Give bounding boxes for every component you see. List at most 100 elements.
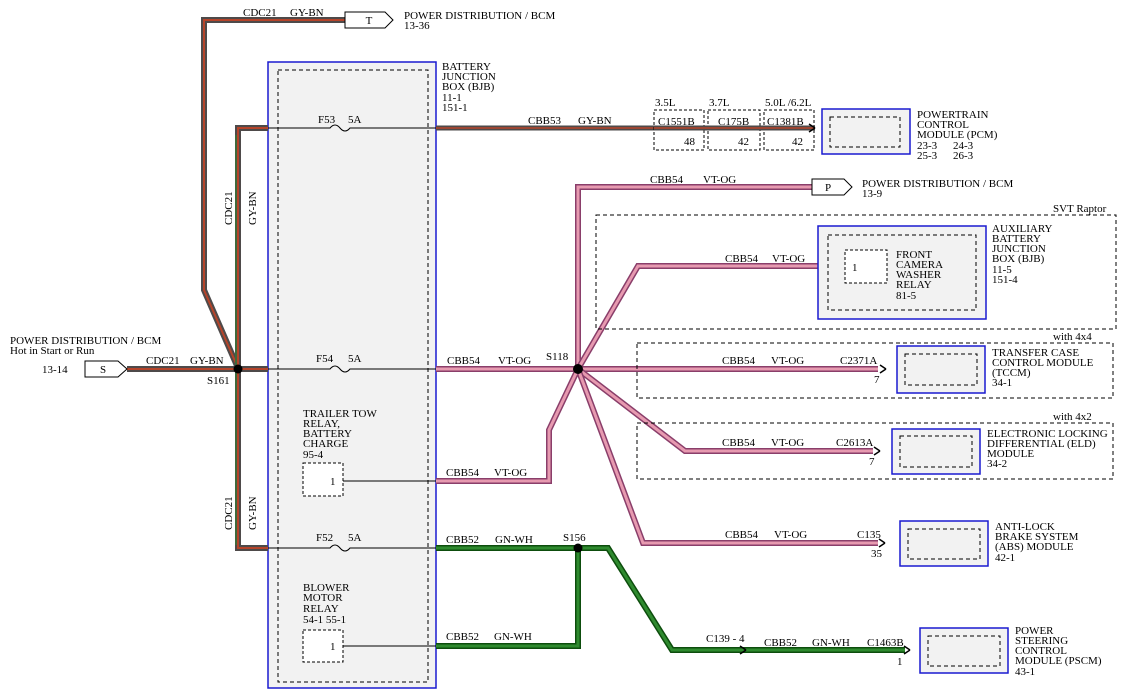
- splice-s118: [573, 364, 583, 374]
- connector-p-power-distribution[interactable]: P: [811, 178, 853, 196]
- auxiliary-bjb[interactable]: 1 FRONT CAMERA WASHER RELAY 81-5: [817, 225, 987, 320]
- pcm-label-2: CONTROL: [917, 119, 969, 131]
- tccm-label-4: 34-1: [992, 377, 1012, 389]
- vert-lower-color: GY-BN: [247, 496, 259, 530]
- svt-wire-color: VT-OG: [772, 253, 805, 265]
- tccm-label-3: (TCCM): [992, 367, 1031, 379]
- pcm-label-4b: 24-3: [953, 140, 974, 152]
- abs-connector: C135: [857, 529, 881, 541]
- tccm-wire-color: VT-OG: [771, 355, 804, 367]
- abs-label-4: 42-1: [995, 552, 1015, 564]
- cbb54-wire-w3-core: [576, 264, 818, 370]
- abs-module[interactable]: [899, 520, 989, 567]
- svg-text:5.0L /6.2L: 5.0L /6.2L: [765, 97, 812, 109]
- aux-bjb-label-5: 11-5: [992, 264, 1012, 276]
- svg-text:JUNCTION: JUNCTION: [442, 71, 496, 83]
- eld-connector: C2613A: [836, 437, 873, 449]
- svg-text:MOTOR: MOTOR: [303, 592, 343, 604]
- eld-label-1: ELECTRONIC LOCKING: [987, 428, 1108, 440]
- top-ref-page: 13-36: [404, 20, 430, 32]
- pscm-module[interactable]: [919, 627, 1009, 674]
- pscm-wire-color: GN-WH: [812, 637, 850, 649]
- pcm-label-3: MODULE (PCM): [917, 129, 998, 141]
- splice-s156-label: S156: [563, 532, 586, 544]
- left-ref-title: POWER DISTRIBUTION / BCM: [10, 335, 161, 347]
- svg-text:F54: F54: [316, 353, 334, 365]
- cbb54-wire-w2: [575, 184, 812, 369]
- abs-label-3: (ABS) MODULE: [995, 541, 1074, 553]
- left-wire-label: CDC21: [146, 355, 180, 367]
- pscm-arrow: [903, 645, 911, 655]
- pscm-inline-arrow: [739, 645, 747, 655]
- tccm-label-1: TRANSFER CASE: [992, 347, 1079, 359]
- pcm-module[interactable]: [821, 108, 911, 155]
- abs-arrow: [878, 538, 886, 548]
- eld-label-4: 34-2: [987, 458, 1007, 470]
- svg-text:48: 48: [684, 136, 696, 148]
- p-ref-page: 13-9: [862, 188, 883, 200]
- svg-text:1: 1: [852, 262, 858, 274]
- connector-s-power-distribution[interactable]: S: [84, 360, 128, 378]
- svg-text:CHARGE: CHARGE: [303, 438, 349, 450]
- cdc21-feed-wires: [127, 17, 345, 551]
- cbb54-wire-w6-core: [576, 368, 878, 545]
- pcm-label-5b: 26-3: [953, 150, 974, 162]
- fuse-f52: F52 5A: [268, 532, 436, 552]
- svg-text:FRONT: FRONT: [896, 249, 932, 261]
- left-ref-page: 13-14: [42, 364, 68, 376]
- svg-text:42: 42: [738, 136, 749, 148]
- splice-s156: [573, 543, 583, 553]
- eld-wire-color: VT-OG: [771, 437, 804, 449]
- svg-text:3.5L: 3.5L: [655, 97, 676, 109]
- svg-text:5A: 5A: [348, 532, 362, 544]
- svg-text:BOX (BJB): BOX (BJB): [442, 81, 495, 93]
- f54-wire-label: CBB54: [447, 355, 481, 367]
- svg-text:95-4: 95-4: [303, 449, 324, 461]
- trailer-wire-label: CBB54: [446, 467, 480, 479]
- eld-label-3: MODULE: [987, 448, 1034, 460]
- svg-text:5A: 5A: [348, 114, 362, 126]
- tccm-module[interactable]: [896, 345, 986, 394]
- eld-option-label: with 4x2: [1053, 411, 1092, 423]
- pcm-label-5a: 25-3: [917, 150, 938, 162]
- cbb53-label: CBB53: [528, 115, 562, 127]
- pcm-connectors: 3.5L 3.7L 5.0L /6.2L C1551B C175B C1381B…: [653, 97, 816, 151]
- svt-raptor-option: [595, 214, 1117, 330]
- eld-wire-label: CBB54: [722, 437, 756, 449]
- svg-text:1: 1: [330, 476, 336, 488]
- blower-motor-relay: BLOWER MOTOR RELAY 54-1 55-1 1: [302, 582, 436, 663]
- svt-raptor-label: SVT Raptor: [1053, 203, 1107, 215]
- connector-t-power-distribution[interactable]: T: [344, 11, 394, 29]
- svg-text:11-1: 11-1: [442, 92, 462, 104]
- pcm-label-4a: 23-3: [917, 140, 938, 152]
- pscm-label-2: STEERING: [1015, 635, 1068, 647]
- pscm-label-4: MODULE (PSCM): [1015, 655, 1102, 667]
- f52-wire-label: CBB52: [446, 534, 479, 546]
- cbb52-wires: [436, 545, 905, 653]
- svg-text:1: 1: [330, 641, 336, 653]
- trailer-wire-color: VT-OG: [494, 467, 527, 479]
- svg-text:54-1 55-1: 54-1 55-1: [303, 614, 346, 626]
- battery-junction-box: BATTERY JUNCTION BOX (BJB) 11-1 151-1: [267, 61, 496, 689]
- vert-upper-wire: CDC21: [223, 191, 235, 225]
- svg-text:WASHER: WASHER: [896, 269, 942, 281]
- tccm-pin: 7: [874, 374, 880, 386]
- pscm-inline-connector: C139 - 4: [706, 633, 745, 645]
- svg-text:RELAY: RELAY: [303, 603, 339, 615]
- p-wire-color: VT-OG: [703, 174, 736, 186]
- svg-text:BATTERY: BATTERY: [303, 428, 352, 440]
- tccm-connector: C2371A: [840, 355, 877, 367]
- vert-lower-wire: CDC21: [223, 496, 235, 530]
- left-wire-color: GY-BN: [190, 355, 224, 367]
- aux-bjb-label-3: JUNCTION: [992, 243, 1046, 255]
- vert-upper-color: GY-BN: [247, 191, 259, 225]
- left-ref-sub: Hot in Start or Run: [10, 345, 95, 357]
- tccm-arrow: [879, 364, 887, 374]
- tccm-option-label: with 4x4: [1053, 331, 1092, 343]
- cbb54-wire-w6: [575, 367, 878, 546]
- splice-s161: [233, 364, 243, 374]
- eld-module[interactable]: [891, 428, 981, 475]
- top-wire-color: GY-BN: [290, 7, 324, 19]
- svg-text:151-1: 151-1: [442, 102, 468, 114]
